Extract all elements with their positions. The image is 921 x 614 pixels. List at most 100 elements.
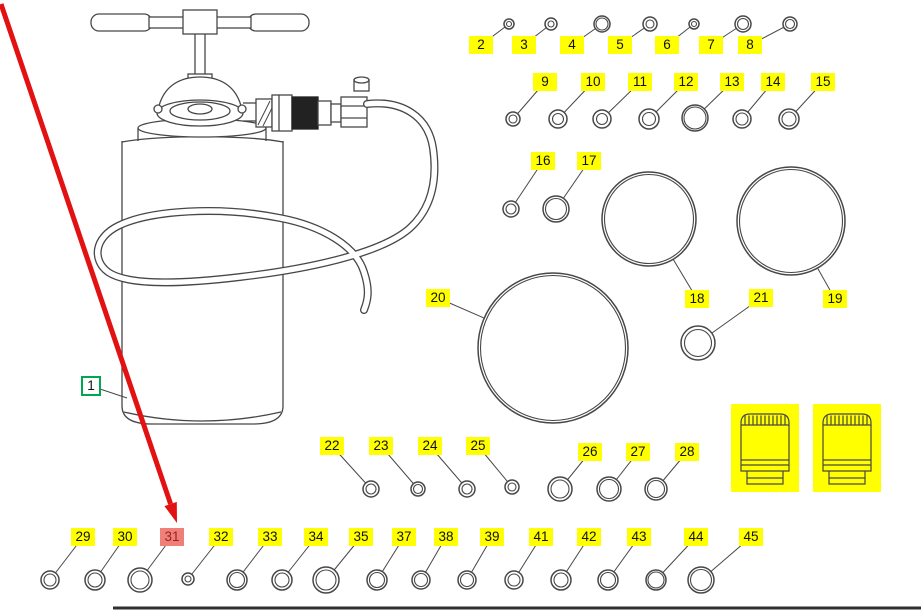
part-number-19[interactable]: 19 xyxy=(823,290,847,308)
oring-part-21 xyxy=(680,325,716,361)
oring-part-39-inner xyxy=(459,572,475,588)
oring-part-2-inner xyxy=(505,20,513,28)
part-number-41[interactable]: 41 xyxy=(529,528,553,546)
selection-arrow xyxy=(0,3,177,523)
part-number-8[interactable]: 8 xyxy=(738,36,762,54)
part-number-42[interactable]: 42 xyxy=(577,528,601,546)
oring-part-32-inner xyxy=(184,575,192,583)
part-number-10[interactable]: 10 xyxy=(581,73,605,91)
oring-part-37-inner xyxy=(368,571,386,589)
oring-part-44 xyxy=(645,569,667,591)
part-number-1[interactable]: 1 xyxy=(81,376,101,396)
filters-layer xyxy=(731,404,881,492)
part-number-35[interactable]: 35 xyxy=(349,528,373,546)
oring-part-15-inner xyxy=(781,111,797,127)
part-number-31[interactable]: 31 xyxy=(160,528,184,546)
oring-part-16-inner xyxy=(505,203,517,215)
part-number-20[interactable]: 20 xyxy=(426,289,450,307)
part-number-6[interactable]: 6 xyxy=(655,36,679,54)
part-number-18[interactable]: 18 xyxy=(685,290,709,308)
pump-handle xyxy=(90,9,310,84)
part-number-39[interactable]: 39 xyxy=(480,528,504,546)
oring-part-2 xyxy=(503,18,515,30)
part-number-38[interactable]: 38 xyxy=(434,528,458,546)
part-number-7[interactable]: 7 xyxy=(699,36,723,54)
oring-part-6 xyxy=(688,18,700,30)
oil-filter-drawing xyxy=(740,413,790,485)
part-number-34[interactable]: 34 xyxy=(304,528,328,546)
oring-part-5 xyxy=(642,16,658,32)
oring-part-28-inner xyxy=(646,479,666,499)
part-number-33[interactable]: 33 xyxy=(258,528,282,546)
oring-part-6-inner xyxy=(690,20,698,28)
oring-part-19 xyxy=(736,166,846,276)
part-number-24[interactable]: 24 xyxy=(418,437,442,455)
pump-hose xyxy=(93,99,439,314)
oring-part-27-inner xyxy=(598,478,620,500)
part-number-25[interactable]: 25 xyxy=(466,437,490,455)
oring-part-11 xyxy=(592,109,612,129)
oring-part-45 xyxy=(687,566,715,594)
oring-part-20-inner xyxy=(479,274,627,422)
oring-part-5-inner xyxy=(645,19,655,29)
part-number-45[interactable]: 45 xyxy=(739,528,763,546)
oring-part-16 xyxy=(502,200,520,218)
oring-part-13 xyxy=(681,104,709,132)
part-number-32[interactable]: 32 xyxy=(209,528,233,546)
oring-part-7-inner xyxy=(736,17,750,31)
oring-part-25 xyxy=(504,479,520,495)
oring-part-27 xyxy=(596,476,622,502)
part-number-9[interactable]: 9 xyxy=(533,73,557,91)
part-number-27[interactable]: 27 xyxy=(626,443,650,461)
oring-part-11-inner xyxy=(595,112,609,126)
oring-part-44-inner xyxy=(647,571,665,589)
oring-part-33-inner xyxy=(228,571,246,589)
part-number-4[interactable]: 4 xyxy=(560,36,584,54)
oring-part-18-inner xyxy=(603,173,695,265)
oring-part-35-inner xyxy=(315,569,337,591)
part-number-21[interactable]: 21 xyxy=(749,289,773,307)
part-number-14[interactable]: 14 xyxy=(761,73,785,91)
part-number-15[interactable]: 15 xyxy=(811,73,835,91)
oring-part-42-inner xyxy=(553,572,569,588)
part-number-11[interactable]: 11 xyxy=(628,73,652,91)
part-number-44[interactable]: 44 xyxy=(684,528,708,546)
oring-part-12-inner xyxy=(641,111,657,127)
oring-part-26 xyxy=(547,476,573,502)
pump-illustration xyxy=(90,9,439,425)
oring-part-34-inner xyxy=(274,572,290,588)
oring-part-21-inner xyxy=(683,328,713,358)
oring-part-24-inner xyxy=(461,483,473,495)
part-number-26[interactable]: 26 xyxy=(578,443,602,461)
oring-part-14-inner xyxy=(735,112,749,126)
oring-part-12 xyxy=(638,108,660,130)
oring-part-4-inner xyxy=(595,17,609,31)
part-number-30[interactable]: 30 xyxy=(113,528,137,546)
pump-head xyxy=(153,76,247,127)
part-number-5[interactable]: 5 xyxy=(608,36,632,54)
oring-part-10-inner xyxy=(551,112,565,126)
oring-part-26-inner xyxy=(550,479,570,499)
oring-part-29-inner xyxy=(43,573,57,587)
part-number-43[interactable]: 43 xyxy=(627,528,651,546)
oil-filter-item-2[interactable] xyxy=(813,404,881,492)
oring-part-9 xyxy=(505,111,521,127)
part-number-2[interactable]: 2 xyxy=(469,36,493,54)
part-number-16[interactable]: 16 xyxy=(531,152,555,170)
part-number-13[interactable]: 13 xyxy=(720,73,744,91)
oring-part-31 xyxy=(127,567,153,593)
part-number-29[interactable]: 29 xyxy=(71,528,95,546)
oring-part-45-inner xyxy=(689,568,713,592)
oring-part-35 xyxy=(312,566,340,594)
part-number-17[interactable]: 17 xyxy=(577,152,601,170)
oil-filter-item-1[interactable] xyxy=(731,404,799,492)
part-number-3[interactable]: 3 xyxy=(512,36,536,54)
oring-part-3-inner xyxy=(547,20,555,28)
part-number-12[interactable]: 12 xyxy=(674,73,698,91)
oring-part-24 xyxy=(458,480,476,498)
part-number-22[interactable]: 22 xyxy=(320,437,344,455)
part-number-28[interactable]: 28 xyxy=(675,443,699,461)
part-number-23[interactable]: 23 xyxy=(369,437,393,455)
part-number-37[interactable]: 37 xyxy=(392,528,416,546)
